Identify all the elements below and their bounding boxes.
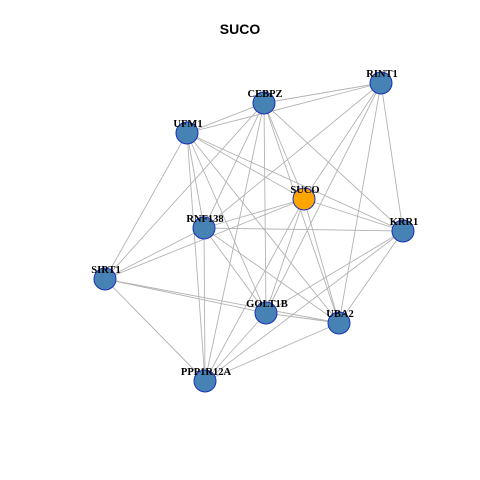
edge-suco-rnf138 [203, 198, 305, 229]
node-sirt1 [93, 267, 117, 291]
node-golt1b [254, 301, 278, 325]
edge-suco-ppp1r12a [204, 198, 305, 382]
node-label-ufm1: UFM1 [173, 119, 202, 130]
edge-sirt1-uba2 [104, 278, 340, 324]
node-suco [292, 187, 316, 211]
node-label-uba2: UBA2 [326, 309, 353, 320]
node-uba2 [327, 311, 351, 335]
edge-cebpz-ufm1 [186, 102, 265, 134]
edge-ufm1-krr1 [186, 132, 404, 232]
node-rint1 [369, 71, 393, 95]
edge-rint1-krr1 [380, 82, 404, 232]
edge-layer [104, 82, 404, 382]
node-label-suco: SUCO [290, 185, 319, 196]
edge-sirt1-ppp1r12a [104, 278, 206, 382]
edge-ufm1-rnf138 [186, 132, 205, 229]
node-label-cebpz: CEBPZ [247, 89, 282, 100]
edge-ufm1-sirt1 [104, 132, 188, 280]
node-label-krr1: KRR1 [390, 217, 419, 228]
edge-rint1-golt1b [265, 82, 382, 314]
edge-rnf138-golt1b [203, 227, 267, 314]
edge-krr1-golt1b [265, 230, 404, 314]
node-krr1 [391, 219, 415, 243]
edge-cebpz-rnf138 [203, 102, 265, 229]
edge-golt1b-uba2 [265, 312, 340, 324]
edge-ufm1-uba2 [186, 132, 340, 324]
edge-rnf138-uba2 [203, 227, 340, 324]
node-label-rnf138: RNF138 [186, 214, 223, 225]
edge-suco-uba2 [303, 198, 340, 324]
node-rnf138 [192, 216, 216, 240]
edge-suco-golt1b [265, 198, 305, 314]
edge-rint1-suco [303, 82, 382, 200]
node-cebpz [252, 91, 276, 115]
edge-cebpz-krr1 [263, 102, 404, 232]
node-layer [93, 71, 415, 393]
node-label-golt1b: GOLT1B [246, 299, 288, 310]
node-label-rint1: RINT1 [366, 69, 398, 80]
edge-uba2-ppp1r12a [204, 322, 340, 382]
edge-rnf138-ppp1r12a [203, 227, 206, 382]
edge-krr1-uba2 [338, 230, 404, 324]
node-ppp1r12a [193, 369, 217, 393]
graph-title: SUCO [219, 21, 261, 37]
edge-rnf138-krr1 [203, 227, 404, 232]
edge-rint1-uba2 [338, 82, 382, 324]
edge-ufm1-golt1b [186, 132, 267, 314]
node-ufm1 [175, 121, 199, 145]
edge-golt1b-ppp1r12a [204, 312, 267, 382]
edge-rint1-cebpz [263, 82, 382, 104]
edge-rnf138-sirt1 [104, 227, 205, 280]
edge-sirt1-golt1b [104, 278, 267, 314]
edge-ufm1-ppp1r12a [186, 132, 206, 382]
edge-cebpz-uba2 [263, 102, 340, 324]
edge-rint1-rnf138 [203, 82, 382, 229]
node-label-ppp1r12a: PPP1R12A [181, 367, 232, 378]
edge-krr1-ppp1r12a [204, 230, 404, 382]
edge-ufm1-suco [186, 132, 305, 200]
edge-rint1-ufm1 [186, 82, 382, 134]
edge-cebpz-sirt1 [104, 102, 265, 280]
edge-cebpz-golt1b [263, 102, 267, 314]
node-label-sirt1: SIRT1 [91, 265, 120, 276]
edge-suco-krr1 [303, 198, 404, 232]
